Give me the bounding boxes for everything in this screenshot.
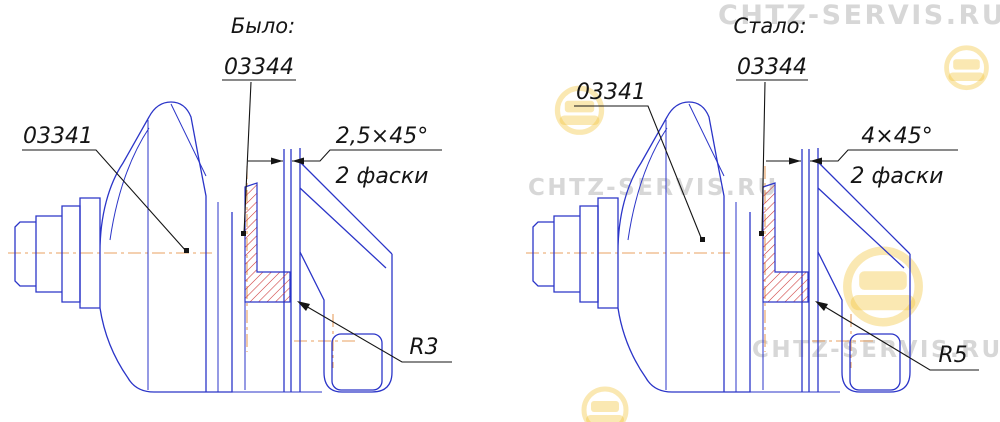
part-number-upper: 03344 xyxy=(224,55,294,80)
watermark-logo xyxy=(847,251,918,322)
chamfer-label: 2,5×45° xyxy=(336,124,428,149)
annotations-after: Стало: 03344 03341 4×45° 2 фаски R5 xyxy=(574,14,979,371)
leader-end-marker xyxy=(184,248,189,253)
chamfer-label: 4×45° xyxy=(861,124,932,149)
watermarks: CHTZ-SERVIS.RU CHTZ-SERVIS.RU CHTZ-SERVI… xyxy=(528,0,1000,422)
fillet-leader xyxy=(298,301,452,363)
leader-end-marker xyxy=(759,231,764,236)
annotations-before: Было: 03344 03341 2,5×45° 2 фаски R3 xyxy=(22,14,452,363)
part-number-lower: 03341 xyxy=(576,80,646,105)
leader-end-marker xyxy=(241,231,246,236)
part-number-lower: 03341 xyxy=(23,124,93,149)
watermark-text: CHTZ-SERVIS.RU xyxy=(528,175,779,201)
chamfer-arrow-left xyxy=(789,157,801,165)
watermark-text: CHTZ-SERVIS.RU xyxy=(718,0,1000,31)
fillet-arrowhead xyxy=(815,301,828,311)
part-number-upper-leader xyxy=(222,79,296,235)
watermark-logo xyxy=(584,389,626,422)
watermark-logo xyxy=(947,48,987,88)
part-number-lower-leader xyxy=(22,149,187,252)
fillet-arrowhead xyxy=(297,301,310,311)
watermark-text: CHTZ-SERVIS.RU xyxy=(752,337,1000,363)
view-title: Стало: xyxy=(733,14,806,38)
leader-end-marker xyxy=(700,237,705,242)
chamfer-count-label: 2 фаски xyxy=(336,164,429,189)
part-number-upper-leader xyxy=(736,79,808,235)
fillet-label: R5 xyxy=(938,343,967,368)
part-number-lower-leader xyxy=(574,105,703,241)
chamfer-arrow-left xyxy=(271,157,283,165)
fillet-leader xyxy=(816,301,979,371)
view-title: Было: xyxy=(231,14,295,38)
chamfer-count-label: 2 фаски xyxy=(851,164,944,189)
part-number-upper: 03344 xyxy=(737,55,807,80)
chamfer-arrow-right xyxy=(810,157,822,165)
fillet-label: R3 xyxy=(409,335,438,360)
chamfer-arrow-right xyxy=(292,157,304,165)
